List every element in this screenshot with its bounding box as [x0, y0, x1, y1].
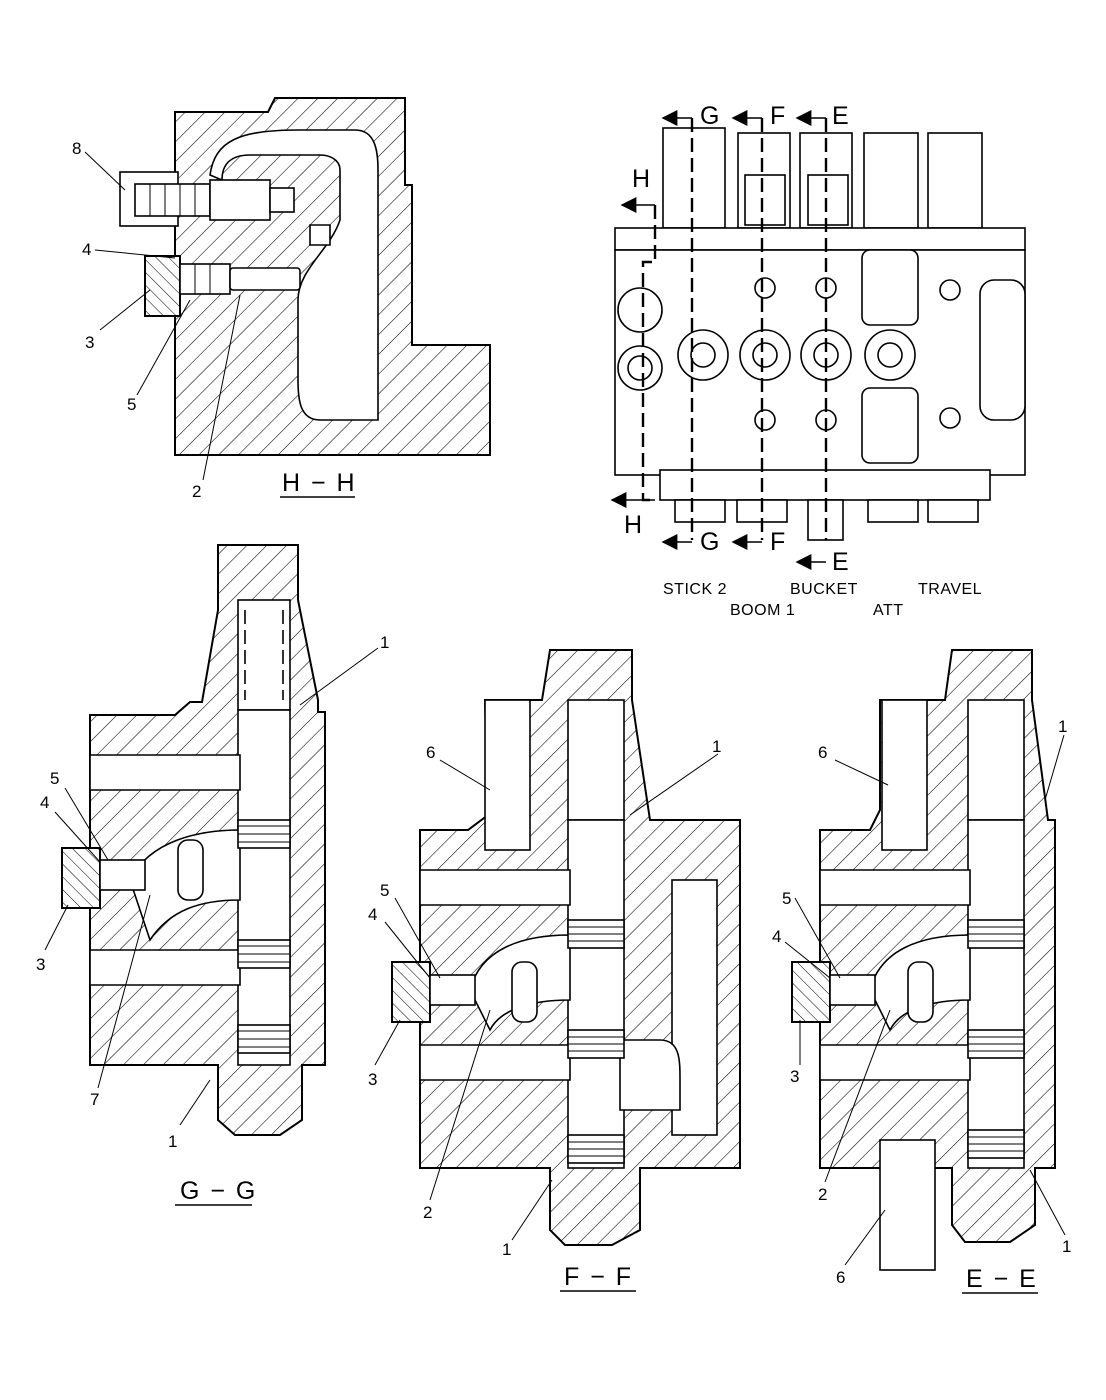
ff-callout-2: 2 — [423, 1203, 432, 1222]
ee-callout-1-bottom: 1 — [1062, 1237, 1071, 1256]
ff-spool-lands — [567, 919, 625, 1164]
spool-label-boom1: BOOM 1 — [730, 602, 795, 619]
view-ee — [791, 649, 1056, 1271]
view-title-ee: E − E — [966, 1265, 1038, 1293]
view-title-ff: F − F — [564, 1263, 633, 1291]
gg-callout-1-bottom: 1 — [168, 1132, 177, 1151]
callout-2: 2 — [192, 482, 201, 501]
ff-callout-6: 6 — [426, 743, 435, 762]
spool-labels: STICK 2 BUCKET TRAVEL BOOM 1 ATT — [663, 581, 982, 619]
spool-label-bucket: BUCKET — [790, 581, 858, 598]
ee-callout-1-top: 1 — [1058, 717, 1067, 736]
section-marker-f-top: F — [770, 102, 785, 130]
spool-caps — [662, 127, 983, 229]
view-title-hh: H − H — [282, 469, 357, 497]
callout-4: 4 — [82, 240, 91, 259]
ee-callout-6-top: 6 — [818, 743, 827, 762]
section-marker-e-bottom: E — [832, 548, 849, 576]
ee-callout-6-bottom: 6 — [836, 1268, 845, 1287]
section-marker-e-top: E — [832, 102, 849, 130]
section-marker-g-top: G — [700, 102, 719, 130]
valve-body-top-view — [614, 127, 1026, 541]
gg-spool-lands — [237, 819, 291, 1054]
spool-label-stick2: STICK 2 — [663, 581, 727, 598]
ff-callout-1-top: 1 — [712, 737, 721, 756]
section-cut-lines: G F E H H G F E — [610, 102, 849, 576]
view-gg — [61, 544, 326, 1136]
ee-callouts: 6 1 5 4 3 2 6 1 E − E — [772, 717, 1071, 1294]
spool-label-travel: TRAVEL — [918, 581, 982, 598]
ff-callout-4: 4 — [368, 905, 377, 924]
ee-callout-3: 3 — [790, 1067, 799, 1086]
view-title-gg: G − G — [180, 1177, 257, 1205]
spool-label-att: ATT — [873, 602, 904, 619]
section-marker-f-bottom: F — [770, 528, 785, 556]
gg-callout-3: 3 — [36, 955, 45, 974]
section-marker-g-bottom: G — [700, 528, 719, 556]
ee-callout-2: 2 — [818, 1185, 827, 1204]
ff-callouts: 6 1 5 4 3 2 1 F − F — [368, 737, 721, 1292]
ff-callout-3: 3 — [368, 1070, 377, 1089]
ee-callout-4: 4 — [772, 927, 781, 946]
section-marker-h-top: H — [632, 165, 650, 193]
callout-8: 8 — [72, 139, 81, 158]
gg-callouts: 5 4 3 7 1 1 G − G — [36, 633, 389, 1206]
ee-callout-5: 5 — [782, 889, 791, 908]
gg-callout-1-top: 1 — [380, 633, 389, 652]
ff-callout-1-bottom: 1 — [502, 1240, 511, 1259]
ee-spool-lands — [967, 919, 1025, 1159]
hh-callouts: 8 4 3 5 2 H − H — [72, 139, 357, 501]
view-ff — [391, 649, 741, 1246]
gg-callout-7: 7 — [90, 1090, 99, 1109]
gg-callout-5: 5 — [50, 769, 59, 788]
callout-5: 5 — [127, 395, 136, 414]
section-marker-h-bottom: H — [624, 511, 642, 539]
view-hh — [119, 97, 491, 456]
gg-callout-4: 4 — [40, 793, 49, 812]
callout-3: 3 — [85, 333, 94, 352]
ff-callout-5: 5 — [380, 881, 389, 900]
